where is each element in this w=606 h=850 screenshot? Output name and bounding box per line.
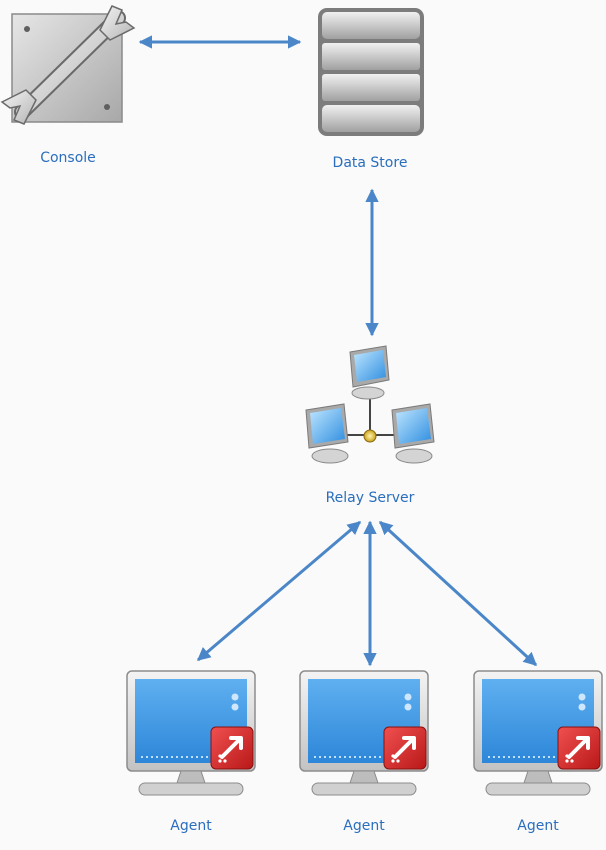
agent-label-2: Agent	[343, 818, 385, 834]
monitor-agent-icon	[472, 669, 604, 797]
monitor-agent-icon	[125, 669, 257, 797]
agent-label-3: Agent	[517, 818, 559, 834]
agent-label-1: Agent	[170, 818, 212, 834]
arrow-relay-agent-right	[378, 520, 538, 667]
data-store-label: Data Store	[332, 155, 408, 171]
monitor-agent-icon	[298, 669, 430, 797]
console-label: Console	[40, 150, 96, 166]
relay-server-label: Relay Server	[325, 490, 415, 506]
arrow-relay-agent-left	[196, 520, 362, 662]
